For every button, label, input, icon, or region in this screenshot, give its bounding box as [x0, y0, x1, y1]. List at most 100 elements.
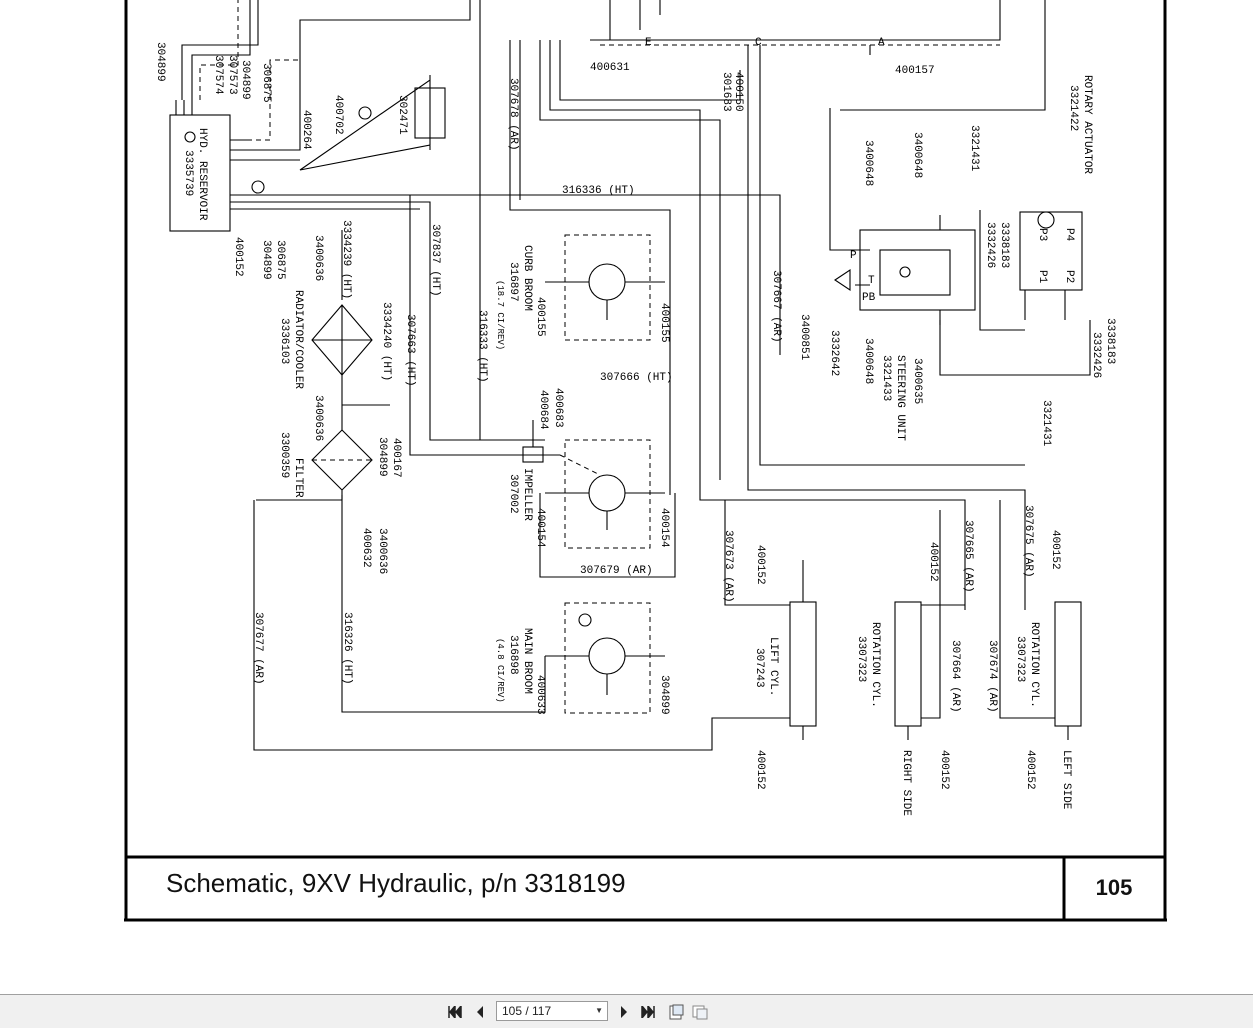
fitting-label: 400152 [754, 750, 766, 790]
lift-cylinder-label: LIFT CYL. [767, 637, 779, 696]
hydraulic-schematic-drawing: HYD. RESERVOIR 3335739 P4 P3 P2 P1 [124, 0, 1167, 922]
fitting-label: 400152 [1024, 750, 1036, 790]
main-broom-motor [588, 637, 626, 675]
fitting-label: 304899 [376, 437, 388, 477]
fitting-label: 400152 [754, 545, 766, 585]
fitting-label: 304899 [658, 675, 670, 715]
previous-page-icon [477, 1006, 483, 1018]
hose-label: 307667 (AR) [770, 270, 782, 343]
fitting-label: 400155 [534, 297, 546, 337]
fitting-label: 400702 [332, 95, 344, 135]
next-page-button[interactable] [615, 1003, 633, 1021]
steering-unit-motor [899, 266, 911, 278]
hose-label: 316326 (HT) [341, 612, 353, 685]
document-viewport[interactable]: HYD. RESERVOIR 3335739 P4 P3 P2 P1 [0, 0, 1253, 995]
impeller-motor [588, 474, 626, 512]
left-side-label: LEFT SIDE [1060, 750, 1072, 810]
fit-width-button[interactable] [691, 1003, 709, 1021]
first-page-button[interactable] [446, 1003, 464, 1021]
fitting-label: 400631 [590, 62, 630, 74]
fit-width-icon [692, 1005, 708, 1020]
radiator-cooler-part-number: 3336103 [278, 318, 290, 364]
f-marker-icon [358, 106, 372, 120]
hose-label: 316333 (HT) [476, 310, 488, 383]
fitting-label: 3332426 [984, 222, 996, 268]
impeller-label: IMPELLER [521, 468, 533, 521]
fitting-label: 3400636 [312, 235, 324, 281]
right-side-label: RIGHT SIDE [900, 750, 912, 816]
fitting-label: 400152 [1049, 530, 1061, 570]
lift-cylinder [789, 601, 817, 727]
fitting-label: 400167 [390, 438, 402, 478]
main-broom-motor-box [564, 602, 651, 714]
hose-label: 307677 (AR) [252, 612, 264, 685]
fitting-label: 3338183 [1104, 318, 1116, 364]
lift-cylinder-part-number: 307243 [753, 648, 765, 688]
fitting-label: 3400635 [911, 358, 923, 404]
fit-page-button[interactable] [667, 1003, 685, 1021]
fitting-label: 3400851 [798, 314, 810, 361]
tap-c-label: C [755, 37, 762, 49]
fitting-label: 400155 [658, 303, 670, 343]
fitting-label: 3400648 [862, 338, 874, 384]
fitting-label: 400152 [927, 542, 939, 582]
port-p3-label: P3 [1036, 228, 1048, 241]
main-broom-displacement: (4.8 CI/REV) [495, 638, 505, 703]
hose-label: 307674 (AR) [986, 640, 998, 713]
fitting-label: 3321431 [968, 125, 980, 172]
next-page-icon [621, 1006, 627, 1018]
previous-page-button[interactable] [471, 1003, 489, 1021]
fitting-label: 400154 [534, 508, 546, 548]
curb-broom-motor-box [564, 234, 651, 341]
hose-label: 3334240 (HT) [380, 302, 392, 381]
fitting-label: 400152 [938, 750, 950, 790]
fit-page-icon [669, 1004, 684, 1020]
fitting-label: 301683 [720, 72, 732, 112]
main-broom-label: MAIN BROOM [521, 628, 533, 694]
hose-label: 307664 (AR) [949, 640, 961, 713]
page-number-selector[interactable]: 105 / 117 ▼ [496, 1001, 608, 1021]
fitting-label: 307573 [226, 55, 238, 95]
fitting-label: 400150 [732, 72, 744, 112]
rotation-cylinder-left-part-number: 3307323 [1014, 636, 1026, 682]
fitting-label: 304899 [239, 60, 251, 100]
port-p4-label: P4 [1063, 228, 1075, 242]
steering-unit-part-number: 3321433 [880, 355, 892, 401]
port-p2-label: P2 [1063, 270, 1075, 283]
fitting-label: 3338183 [998, 222, 1010, 268]
e-marker-icon [1037, 211, 1055, 229]
rotary-actuator-label: ROTARY ACTUATOR [1081, 75, 1093, 174]
rotation-cylinder-left-label: ROTATION CYL. [1028, 622, 1040, 708]
hose-label: 307679 (AR) [580, 565, 653, 577]
viewer-navigation-toolbar: 105 / 117 ▼ [0, 995, 1253, 1028]
hose-label: 307837 (HT) [429, 224, 441, 297]
port-pb-label: PB [862, 292, 876, 304]
fitting-label: 400633 [534, 675, 546, 715]
fitting-label: 400684 [537, 390, 549, 430]
title-block-caption: Schematic, 9XV Hydraulic, p/n 3318199 [166, 868, 626, 898]
fitting-label: 400154 [658, 508, 670, 548]
hose-label: 307666 (HT) [600, 372, 673, 384]
fitting-label: 3400636 [376, 528, 388, 574]
port-p1-label: P1 [1036, 270, 1048, 284]
rotation-cylinder-right-part-number: 3307323 [855, 636, 867, 682]
port-t-label: T [868, 275, 875, 287]
fitting-label: 400632 [360, 528, 372, 568]
curb-broom-displacement: (18.7 CI/REV) [495, 280, 505, 350]
hose-label: 307663 (HT) [404, 314, 416, 387]
hose-label: 3334239 (HT) [340, 220, 352, 299]
fitting-label: 302471 [396, 95, 408, 135]
title-block-page-number: 105 [1095, 875, 1133, 900]
filter-part-number: 3300359 [278, 432, 290, 478]
radiator-cooler-label: RADIATOR/COOLER [292, 290, 304, 389]
fitting-label: 3332426 [1090, 332, 1102, 378]
radiator-cooler [311, 304, 373, 376]
fitting-label: 400157 [895, 65, 935, 77]
tap-e-label: E [645, 37, 652, 49]
h-marker-icon [251, 180, 265, 194]
steering-unit-label: STEERING UNIT [894, 355, 906, 441]
fitting-label: 304899 [154, 42, 166, 82]
fitting-label: 3400648 [911, 132, 923, 178]
last-page-button[interactable] [639, 1003, 657, 1021]
rotary-actuator-part-number: 3321422 [1067, 85, 1079, 131]
